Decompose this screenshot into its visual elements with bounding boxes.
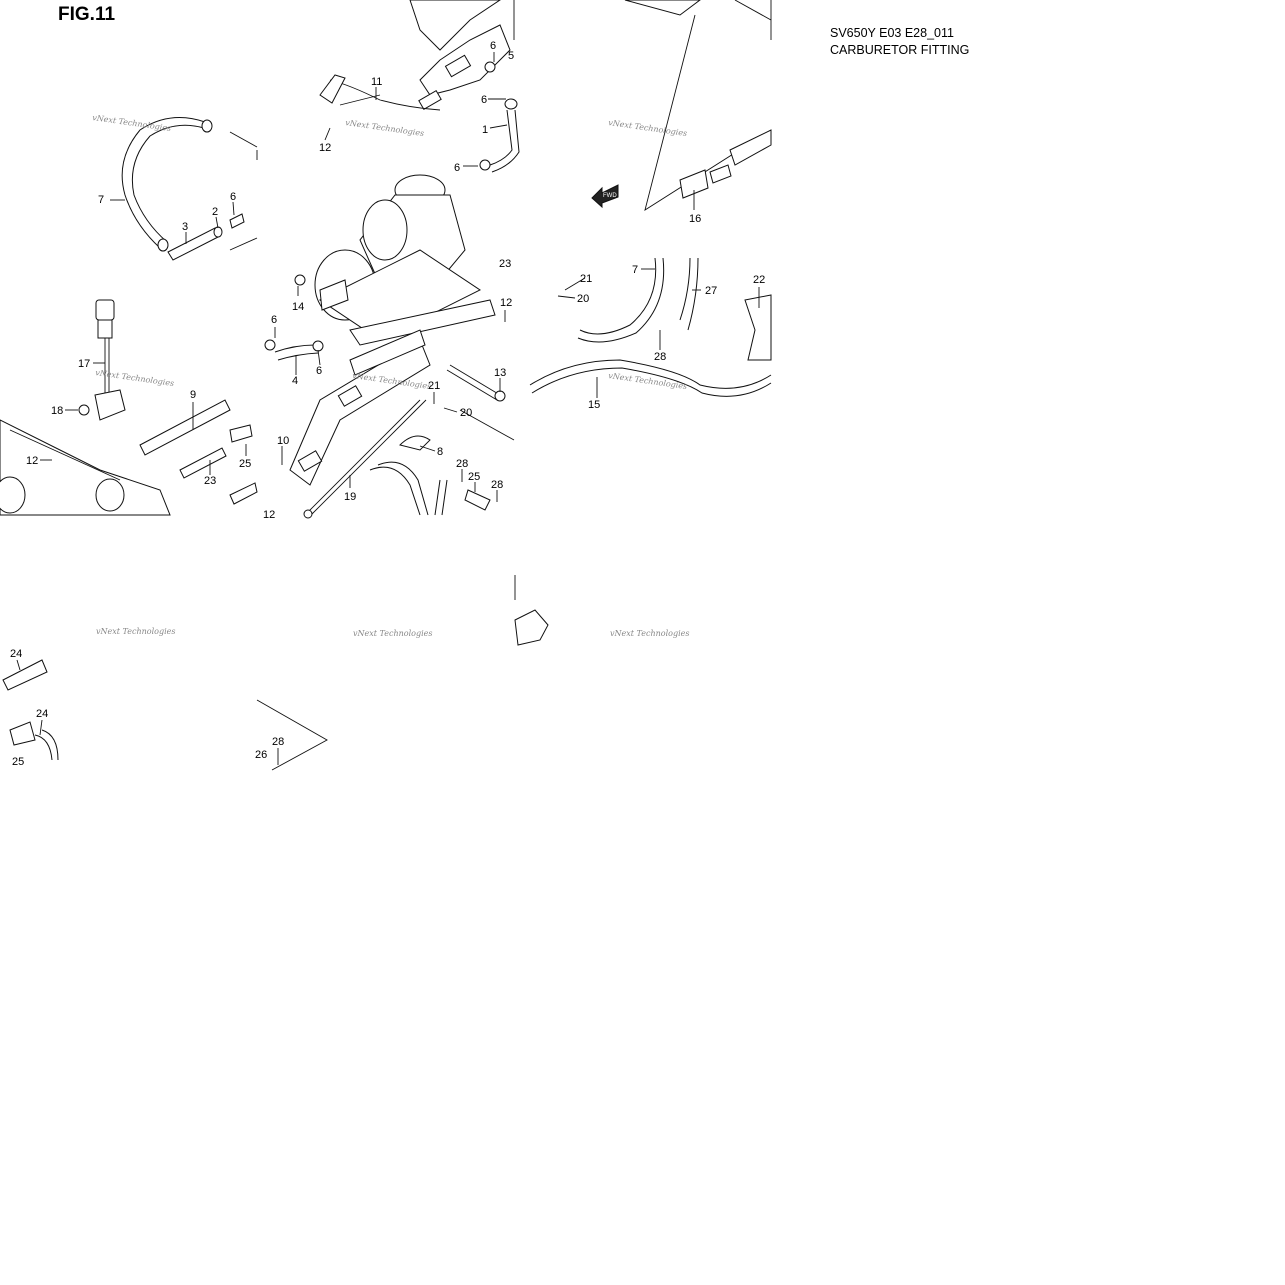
intake-manifold-top [319,0,511,111]
callout-2: 2 [212,206,218,218]
svg-text:vNext Technologies: vNext Technologies [96,627,175,636]
svg-text:vNext Technologies: vNext Technologies [92,113,172,133]
hoses-right [529,257,772,397]
forward-arrow: FWD [591,184,619,209]
callout-21: 21 [428,380,440,392]
callout-28: 28 [491,479,503,491]
svg-text:vNext Technologies: vNext Technologies [608,371,688,391]
callout-12: 12 [500,297,512,309]
manifold-10 [289,329,431,486]
callout-23: 23 [204,475,216,487]
callout-17: 17 [78,358,90,370]
svg-text:vNext Technologies: vNext Technologies [345,118,425,138]
callout-13: 13 [494,367,506,379]
callout-7: 7 [632,264,638,276]
callout-numbers: 11 6 5 6 1 6 12 6 7 3 2 16 23 21 20 7 27… [10,40,765,768]
lower-left-carb-body [0,419,171,516]
callout-19: 19 [344,491,356,503]
callout-15: 15 [588,399,600,411]
callout-6: 6 [271,314,277,326]
forward-arrow-label: FWD [603,193,617,199]
cable-16 [624,0,772,211]
leader-lines [16,52,760,765]
callout-10: 10 [277,435,289,447]
callout-26: 26 [255,749,267,761]
callout-6: 6 [454,162,460,174]
figure-title: FIG.11 [58,4,116,25]
small-parts-middle [369,409,515,516]
callout-6: 6 [230,191,236,203]
callout-20: 20 [460,407,472,419]
svg-text:vNext Technologies: vNext Technologies [95,368,175,388]
callout-25: 25 [12,756,24,768]
callout-6: 6 [490,40,496,52]
callout-25: 25 [468,471,480,483]
svg-text:vNext Technologies: vNext Technologies [353,629,432,638]
callout-28: 28 [456,458,468,470]
callout-11: 11 [371,76,382,88]
callout-8: 8 [437,446,443,458]
callout-5: 5 [508,50,514,62]
figure-caption-block: SV650Y E03 E28_011 CARBURETOR FITTING [830,25,969,59]
callout-6: 6 [316,365,322,377]
callout-18: 18 [51,405,63,417]
hose-1 [479,61,520,173]
callout-3: 3 [182,221,188,233]
pipe-3-and-2 [167,213,258,261]
callout-24: 24 [10,648,22,660]
callout-6: 6 [481,94,487,106]
callout-25: 25 [239,458,251,470]
callout-12: 12 [263,509,275,521]
central-carburetor [294,174,496,346]
model-code: SV650Y E03 E28_011 [830,26,954,40]
pipes-9-23 [139,399,258,505]
hose-7-left [121,117,258,252]
callout-28: 28 [272,736,284,748]
callout-4: 4 [292,375,298,387]
callout-7: 7 [98,194,104,206]
callout-28: 28 [654,351,666,363]
callout-12: 12 [26,455,38,467]
callout-24: 24 [36,708,48,720]
callout-14: 14 [292,301,304,313]
callout-27: 27 [705,285,717,297]
rod-19 [303,399,427,519]
callout-22: 22 [753,274,765,286]
svg-text:vNext Technologies: vNext Technologies [610,629,689,638]
figure-caption: CARBURETOR FITTING [830,43,970,57]
svg-text:vNext Technologies: vNext Technologies [608,118,688,138]
callout-20: 20 [577,293,589,305]
bottom-fragments [2,575,549,771]
callout-23: 23 [499,258,511,270]
sensor-17 [78,299,126,421]
bolt-13 [446,364,506,402]
callout-16: 16 [689,213,701,225]
callout-1: 1 [482,124,488,136]
callout-9: 9 [190,389,196,401]
callout-21: 21 [580,273,592,285]
callout-12: 12 [319,142,331,154]
hose-4 [264,339,324,361]
